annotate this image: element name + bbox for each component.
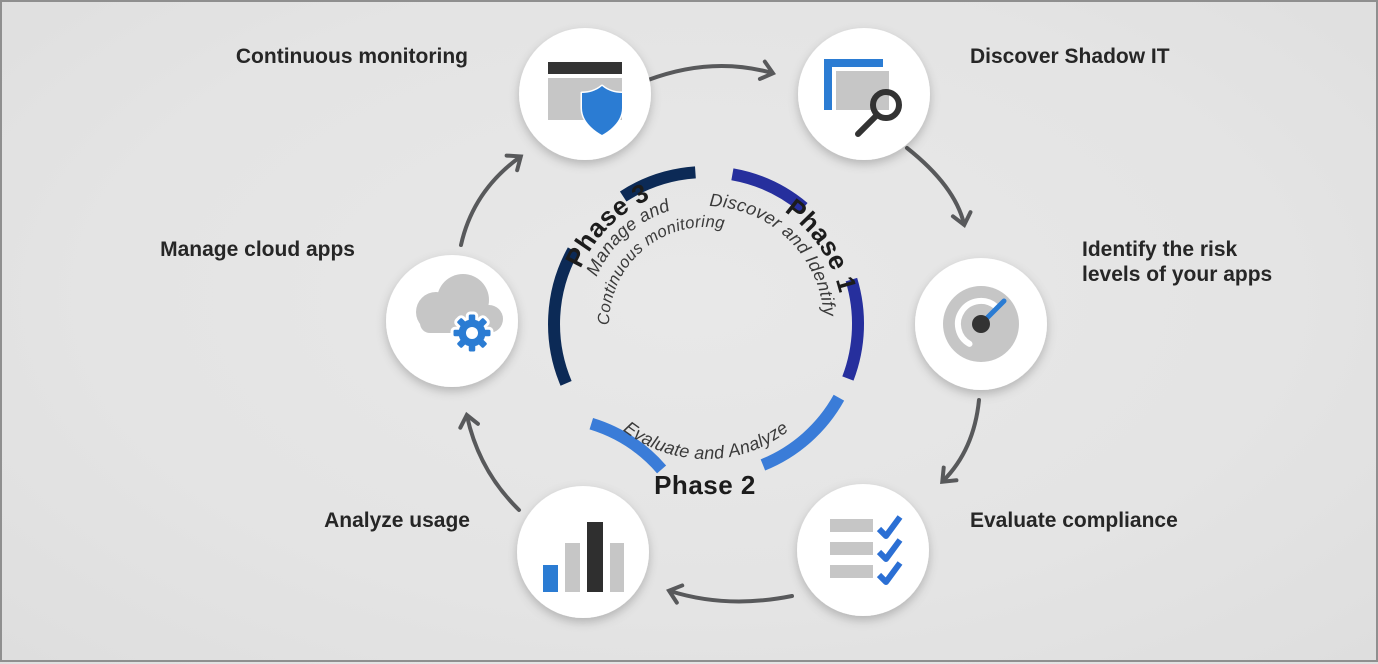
arrow-risk-to-compliance [940, 398, 981, 484]
cycle-arrows [458, 59, 981, 605]
bar-chart-icon [543, 522, 624, 592]
checklist-icon [830, 515, 903, 585]
phase2-arc-left [589, 417, 667, 474]
arrow-compliance-to-usage [666, 583, 794, 605]
arrow-monitoring-to-discover [646, 59, 777, 82]
phase-ring-labels: Phase 1 Discover and Identify Phase 3 Ma… [559, 177, 862, 500]
cloud-gear-icon [416, 274, 503, 355]
phase2-arc-right [760, 394, 845, 471]
phase2-title: Phase 2 [654, 470, 756, 500]
phase1-arc-top [731, 168, 808, 213]
label-evaluate-compliance: Evaluate compliance [970, 509, 1178, 532]
label-analyze-usage: Analyze usage [324, 509, 470, 532]
label-manage-cloud-apps: Manage cloud apps [160, 238, 355, 261]
arrow-usage-to-manage [458, 411, 521, 512]
gauge-icon [943, 286, 1019, 362]
arrow-manage-to-monitoring [459, 153, 524, 247]
browser-shield-icon [548, 62, 624, 137]
phase-ring [548, 166, 864, 474]
label-identify-risk: Identify the risk levels of your apps [1082, 237, 1272, 287]
label-identify-risk-line2: levels of your apps [1082, 263, 1273, 286]
windows-magnifier-icon [824, 59, 902, 137]
node-circle-usage [517, 486, 649, 618]
phase1-arc-right [842, 277, 864, 381]
label-continuous-monitoring: Continuous monitoring [235, 45, 468, 68]
gear-icon [450, 311, 494, 355]
label-identify-risk-line1: Identify the risk [1082, 238, 1238, 261]
arrow-discover-to-risk [905, 146, 973, 229]
phase3-arc-top [619, 166, 696, 202]
phase3-arc-left [548, 247, 579, 386]
label-discover-shadow-it: Discover Shadow IT [970, 45, 1170, 68]
